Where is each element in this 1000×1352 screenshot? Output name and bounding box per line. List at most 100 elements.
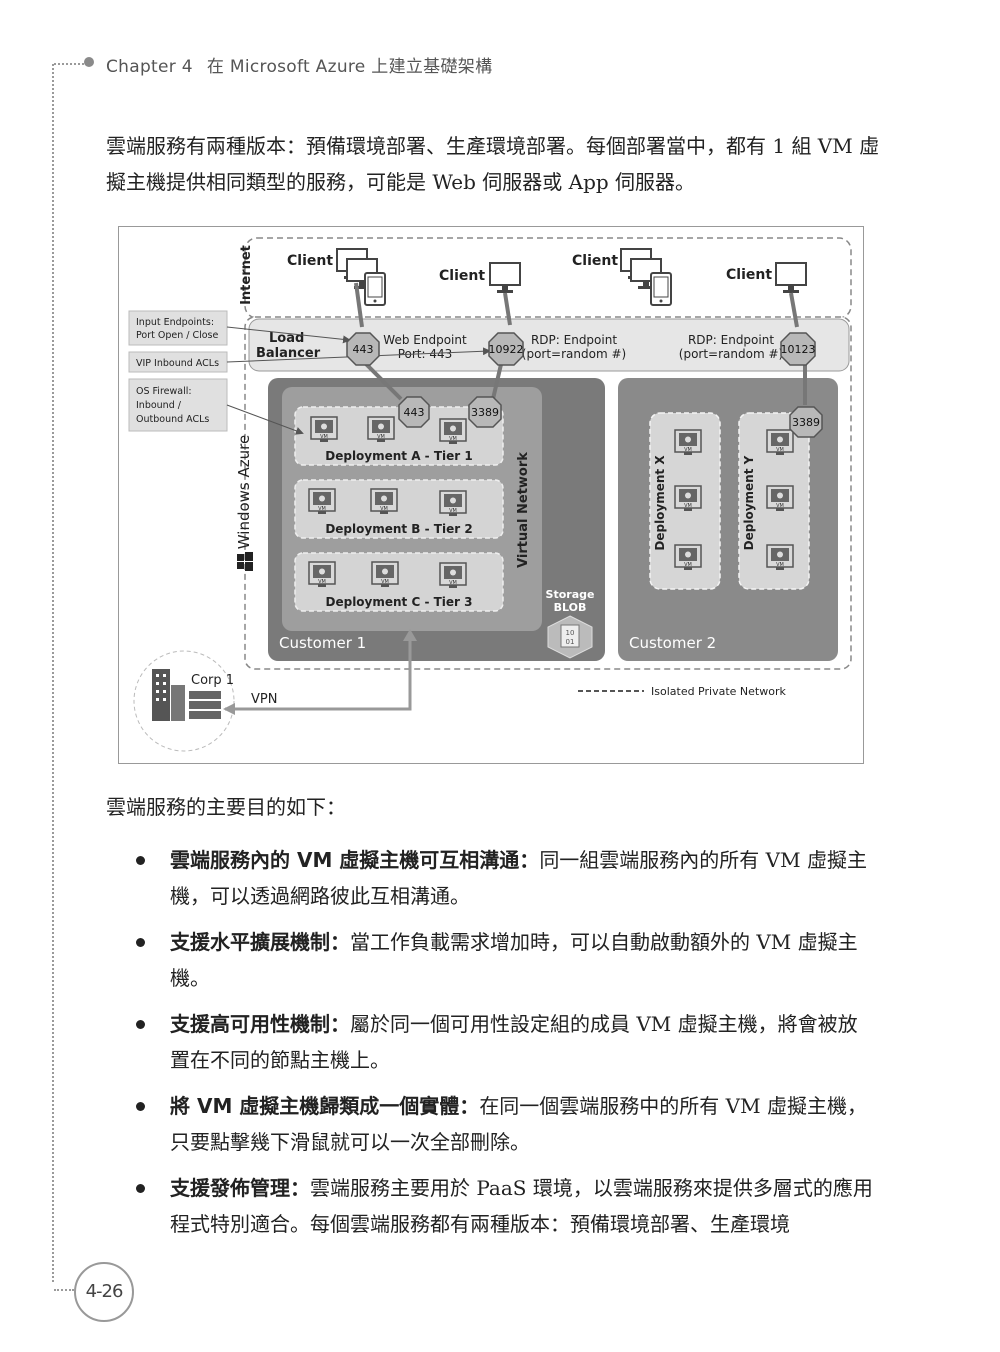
phone-icon bbox=[364, 272, 386, 306]
vm-icon-label: VM bbox=[320, 434, 328, 440]
client-label: Client bbox=[572, 253, 618, 269]
bullet-icon bbox=[136, 1184, 145, 1193]
corp-label: Corp 1 bbox=[191, 673, 234, 688]
vm-icon-label: VM bbox=[318, 579, 326, 585]
port-443-vm: 443 bbox=[398, 396, 430, 428]
rdp-endpoint-label: RDP: Endpoint bbox=[531, 333, 617, 347]
internet-label: Internet bbox=[239, 245, 254, 305]
port-10922: 10922 bbox=[488, 332, 524, 366]
firewall-arrow bbox=[226, 404, 304, 435]
list-item: 支援高可用性機制：屬於同一個可用性設定組的成員 VM 虛擬主機，將會被放置在不同… bbox=[132, 1006, 874, 1078]
vm-icon-label: VM bbox=[776, 503, 784, 509]
lb-to-3389-link bbox=[491, 359, 504, 400]
virtual-network-label: Virtual Network bbox=[516, 452, 531, 568]
client2-link bbox=[503, 292, 512, 326]
vm-icon-label: VM bbox=[684, 447, 692, 453]
load-balancer-band bbox=[248, 318, 850, 372]
input-endpoints-line1: Input Endpoints: bbox=[136, 317, 214, 328]
vm-icon-label: VM bbox=[776, 562, 784, 568]
os-firewall-line1: OS Firewall: bbox=[136, 386, 192, 397]
lb-label-line2: Balancer bbox=[256, 346, 321, 361]
port-443-lb: 443 bbox=[346, 332, 380, 366]
server-icon bbox=[189, 691, 221, 719]
port-3389a-label: 3389 bbox=[471, 406, 499, 419]
client-2: Client bbox=[439, 262, 521, 294]
storage-label: Storage bbox=[546, 588, 595, 601]
port-3389-vm: 3389 bbox=[468, 396, 502, 428]
diagram-svg: Internet Client Client Client Client Loa… bbox=[128, 237, 852, 752]
rdp-endpoint-port: (port=random #) bbox=[522, 347, 626, 361]
vm-icon-label: VM bbox=[381, 579, 389, 585]
list-item: 將 VM 虛擬主機歸類成一個實體：在同一個雲端服務中的所有 VM 虛擬主機，只要… bbox=[132, 1088, 874, 1160]
port-10922-label: 10922 bbox=[489, 343, 524, 356]
vip-acl-label: VIP Inbound ACLs bbox=[136, 358, 219, 369]
customer-2-label: Customer 2 bbox=[629, 634, 716, 652]
list-item: 支援發佈管理：雲端服務主要用於 PaaS 環境，以雲端服務來提供多層式的應用程式… bbox=[132, 1170, 874, 1242]
footer-dotted-line bbox=[54, 1289, 74, 1291]
header-bullet-icon bbox=[84, 57, 94, 67]
bullet-icon bbox=[136, 938, 145, 947]
input-endpoints-box bbox=[128, 310, 228, 346]
running-header: Chapter 4 在 Microsoft Azure 上建立基礎架構 bbox=[106, 52, 492, 77]
item-heading: 支援發佈管理： bbox=[170, 1176, 310, 1200]
port-443-label: 443 bbox=[353, 343, 374, 356]
os-firewall-line2: Inbound / bbox=[136, 400, 182, 411]
deployment-x-label: Deployment X bbox=[653, 455, 667, 551]
item-heading: 雲端服務內的 VM 虛擬主機可互相溝通： bbox=[170, 848, 540, 872]
port-3389-y: 3389 bbox=[789, 406, 823, 438]
vm-icon-label: VM bbox=[449, 436, 457, 442]
windows-azure-label: Windows Azure bbox=[235, 435, 253, 549]
vm-icon-label: VM bbox=[776, 447, 784, 453]
item-text: 同一組雲端服務內的所有 VM 虛擬主機，可以透過網路彼此互相溝通。 bbox=[170, 848, 867, 908]
phone-icon bbox=[650, 272, 672, 306]
list-item: 支援水平擴展機制：當工作負載需求增加時，可以自動啟動額外的 VM 虛擬主機。 bbox=[132, 924, 874, 996]
chapter-number: Chapter 4 bbox=[106, 57, 193, 77]
client-label: Client bbox=[287, 253, 333, 269]
port-10123: 10123 bbox=[780, 332, 816, 366]
vm-icon-label: VM bbox=[377, 434, 385, 440]
blob-storage-icon: 10 01 bbox=[547, 615, 593, 659]
vpn-label: VPN bbox=[251, 692, 277, 707]
vpn-arrowhead-left bbox=[223, 703, 235, 715]
purpose-intro: 雲端服務的主要目的如下： bbox=[106, 795, 346, 819]
page-number: 4-26 bbox=[74, 1262, 134, 1322]
os-firewall-line3: Outbound ACLs bbox=[136, 414, 209, 425]
client-1: Client bbox=[287, 248, 386, 306]
rdp-endpoint-label-2: RDP: Endpoint bbox=[688, 333, 774, 347]
deployment-c-label: Deployment C - Tier 3 bbox=[326, 595, 473, 609]
rdp-endpoint-port-2: (port=random #) bbox=[679, 347, 783, 361]
vm-icon-label: VM bbox=[449, 508, 457, 514]
client1-link bbox=[354, 282, 364, 328]
windows-logo-icon bbox=[237, 552, 253, 571]
web-endpoint-label: Web Endpoint bbox=[383, 333, 467, 347]
lb-to-443-link bbox=[360, 358, 403, 401]
item-text: 當工作負載需求增加時，可以自動啟動額外的 VM 虛擬主機。 bbox=[170, 930, 858, 990]
blob-bits-2: 01 bbox=[566, 638, 575, 646]
item-heading: 支援水平擴展機制： bbox=[170, 930, 350, 954]
client-label: Client bbox=[726, 267, 772, 283]
vm-icon-label: VM bbox=[318, 506, 326, 512]
item-text: 在同一個雲端服務中的所有 VM 虛擬主機，只要點擊幾下滑鼠就可以一次全部刪除。 bbox=[170, 1094, 867, 1154]
item-heading: 將 VM 虛擬主機歸類成一個實體： bbox=[170, 1094, 480, 1118]
vm-icon-label: VM bbox=[449, 580, 457, 586]
deployment-a-label: Deployment A - Tier 1 bbox=[325, 449, 472, 463]
vm-icon-label: VM bbox=[380, 506, 388, 512]
vpn-arrowhead bbox=[403, 629, 417, 641]
margin-dotted-line bbox=[52, 64, 54, 1282]
port-443b-label: 443 bbox=[404, 406, 425, 419]
blob-label: BLOB bbox=[554, 601, 587, 614]
bullet-icon bbox=[136, 1020, 145, 1029]
vpn-link bbox=[225, 637, 412, 711]
item-text: 屬於同一個可用性設定組的成員 VM 虛擬主機，將會被放置在不同的節點主機上。 bbox=[170, 1012, 858, 1072]
client4-link bbox=[789, 292, 799, 328]
bullet-icon bbox=[136, 1102, 145, 1111]
client-3: Client bbox=[572, 248, 672, 306]
port-10123-label: 10123 bbox=[781, 343, 816, 356]
input-endpoints-line2: Port Open / Close bbox=[136, 330, 219, 341]
bullet-icon bbox=[136, 856, 145, 865]
item-heading: 支援高可用性機制： bbox=[170, 1012, 350, 1036]
chapter-title: 在 Microsoft Azure 上建立基礎架構 bbox=[206, 57, 493, 77]
input-endpoint-arrow bbox=[226, 326, 351, 344]
building-icon bbox=[152, 669, 185, 721]
purpose-list: 雲端服務內的 VM 虛擬主機可互相溝通：同一組雲端服務內的所有 VM 虛擬主機，… bbox=[132, 842, 874, 1252]
